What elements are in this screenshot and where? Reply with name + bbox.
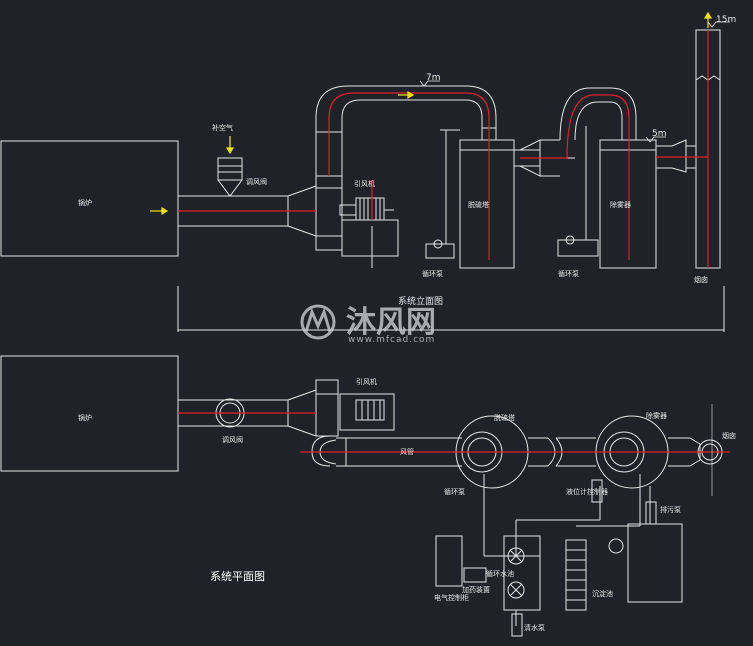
fan-elev-label: 引风机: [354, 179, 375, 188]
chimney-elev-label: 烟囱: [694, 275, 708, 284]
plan-title: 系统平面图: [210, 570, 265, 583]
tower2-elev-label: 除雾器: [610, 200, 631, 209]
pump-1-elevation: [425, 129, 460, 259]
boiler-elevation: [0, 140, 179, 257]
connector-duct: [519, 87, 637, 177]
elev-mid-label: 5m: [652, 129, 667, 139]
boiler-elev-label: 锅炉: [78, 198, 92, 207]
pump1-label: 循环泵: [422, 269, 443, 278]
flow-arrows: [150, 11, 713, 216]
elevation-dimension: [177, 286, 725, 332]
dust-hopper: [217, 157, 243, 197]
plan-dosing-label: 加药装置: [462, 585, 490, 594]
fan-casing-elevation: [315, 175, 399, 268]
plan-duct-label: 风管: [400, 447, 414, 456]
plan-tower1-label: 脱硫塔: [494, 413, 515, 422]
watermark: 沐风网 www.mfcad.com: [300, 304, 436, 345]
watermark-brand: 沐风网: [346, 305, 436, 340]
boiler-plan-label: 锅炉: [78, 413, 92, 422]
plan-tower2-label: 除雾器: [646, 411, 667, 420]
watermark-logo-icon: [300, 304, 336, 340]
plan-sludge-label: 沉淀池: [592, 589, 613, 598]
plan-tank-label: 循环水池: [486, 569, 514, 578]
centerlines: [178, 30, 730, 453]
elev-duct-label: 7m: [426, 73, 441, 83]
plan-pump-b-label: 排污泵: [660, 505, 681, 514]
sedimentation-tank: [627, 523, 683, 603]
dosing-unit: [565, 538, 624, 611]
damper-label: 调风阀: [246, 177, 267, 186]
tower1-elev-label: 脱硫塔: [468, 200, 489, 209]
plan-control-label: 电气控制柜: [434, 593, 469, 602]
tower-2-elevation: [599, 139, 657, 269]
air-supply-label: 补空气: [212, 123, 233, 132]
elevation-title: 系统立面图: [398, 295, 443, 307]
riser-duct-1: [315, 85, 497, 176]
tower-1-elevation: [459, 139, 540, 269]
pump-2-elevation: [557, 126, 599, 257]
plan-chimney-label: 烟囱: [722, 431, 736, 440]
pump2-label: 循环泵: [558, 269, 579, 278]
plan-small-pumps: [511, 479, 657, 637]
plan-pump-c-label: 清水泵: [524, 623, 545, 632]
circulation-tank: [503, 535, 541, 611]
chimney-inlet-duct: [656, 139, 696, 173]
plan-piping: [483, 474, 651, 626]
fan-plan: [315, 379, 395, 437]
elev-top-label: 15m: [716, 15, 736, 25]
watermark-url: www.mfcad.com: [348, 335, 435, 345]
plan-meter-label: 液位计控制器: [566, 487, 608, 496]
fan-plan-label: 引风机: [356, 377, 377, 386]
control-cabinet: [435, 535, 487, 587]
plan-pump-a-label: 循环泵: [444, 487, 465, 496]
plan-main-duct: [311, 435, 462, 467]
boiler-outlet-duct: [178, 185, 317, 237]
plan-damper-label: 调风阀: [222, 435, 243, 444]
